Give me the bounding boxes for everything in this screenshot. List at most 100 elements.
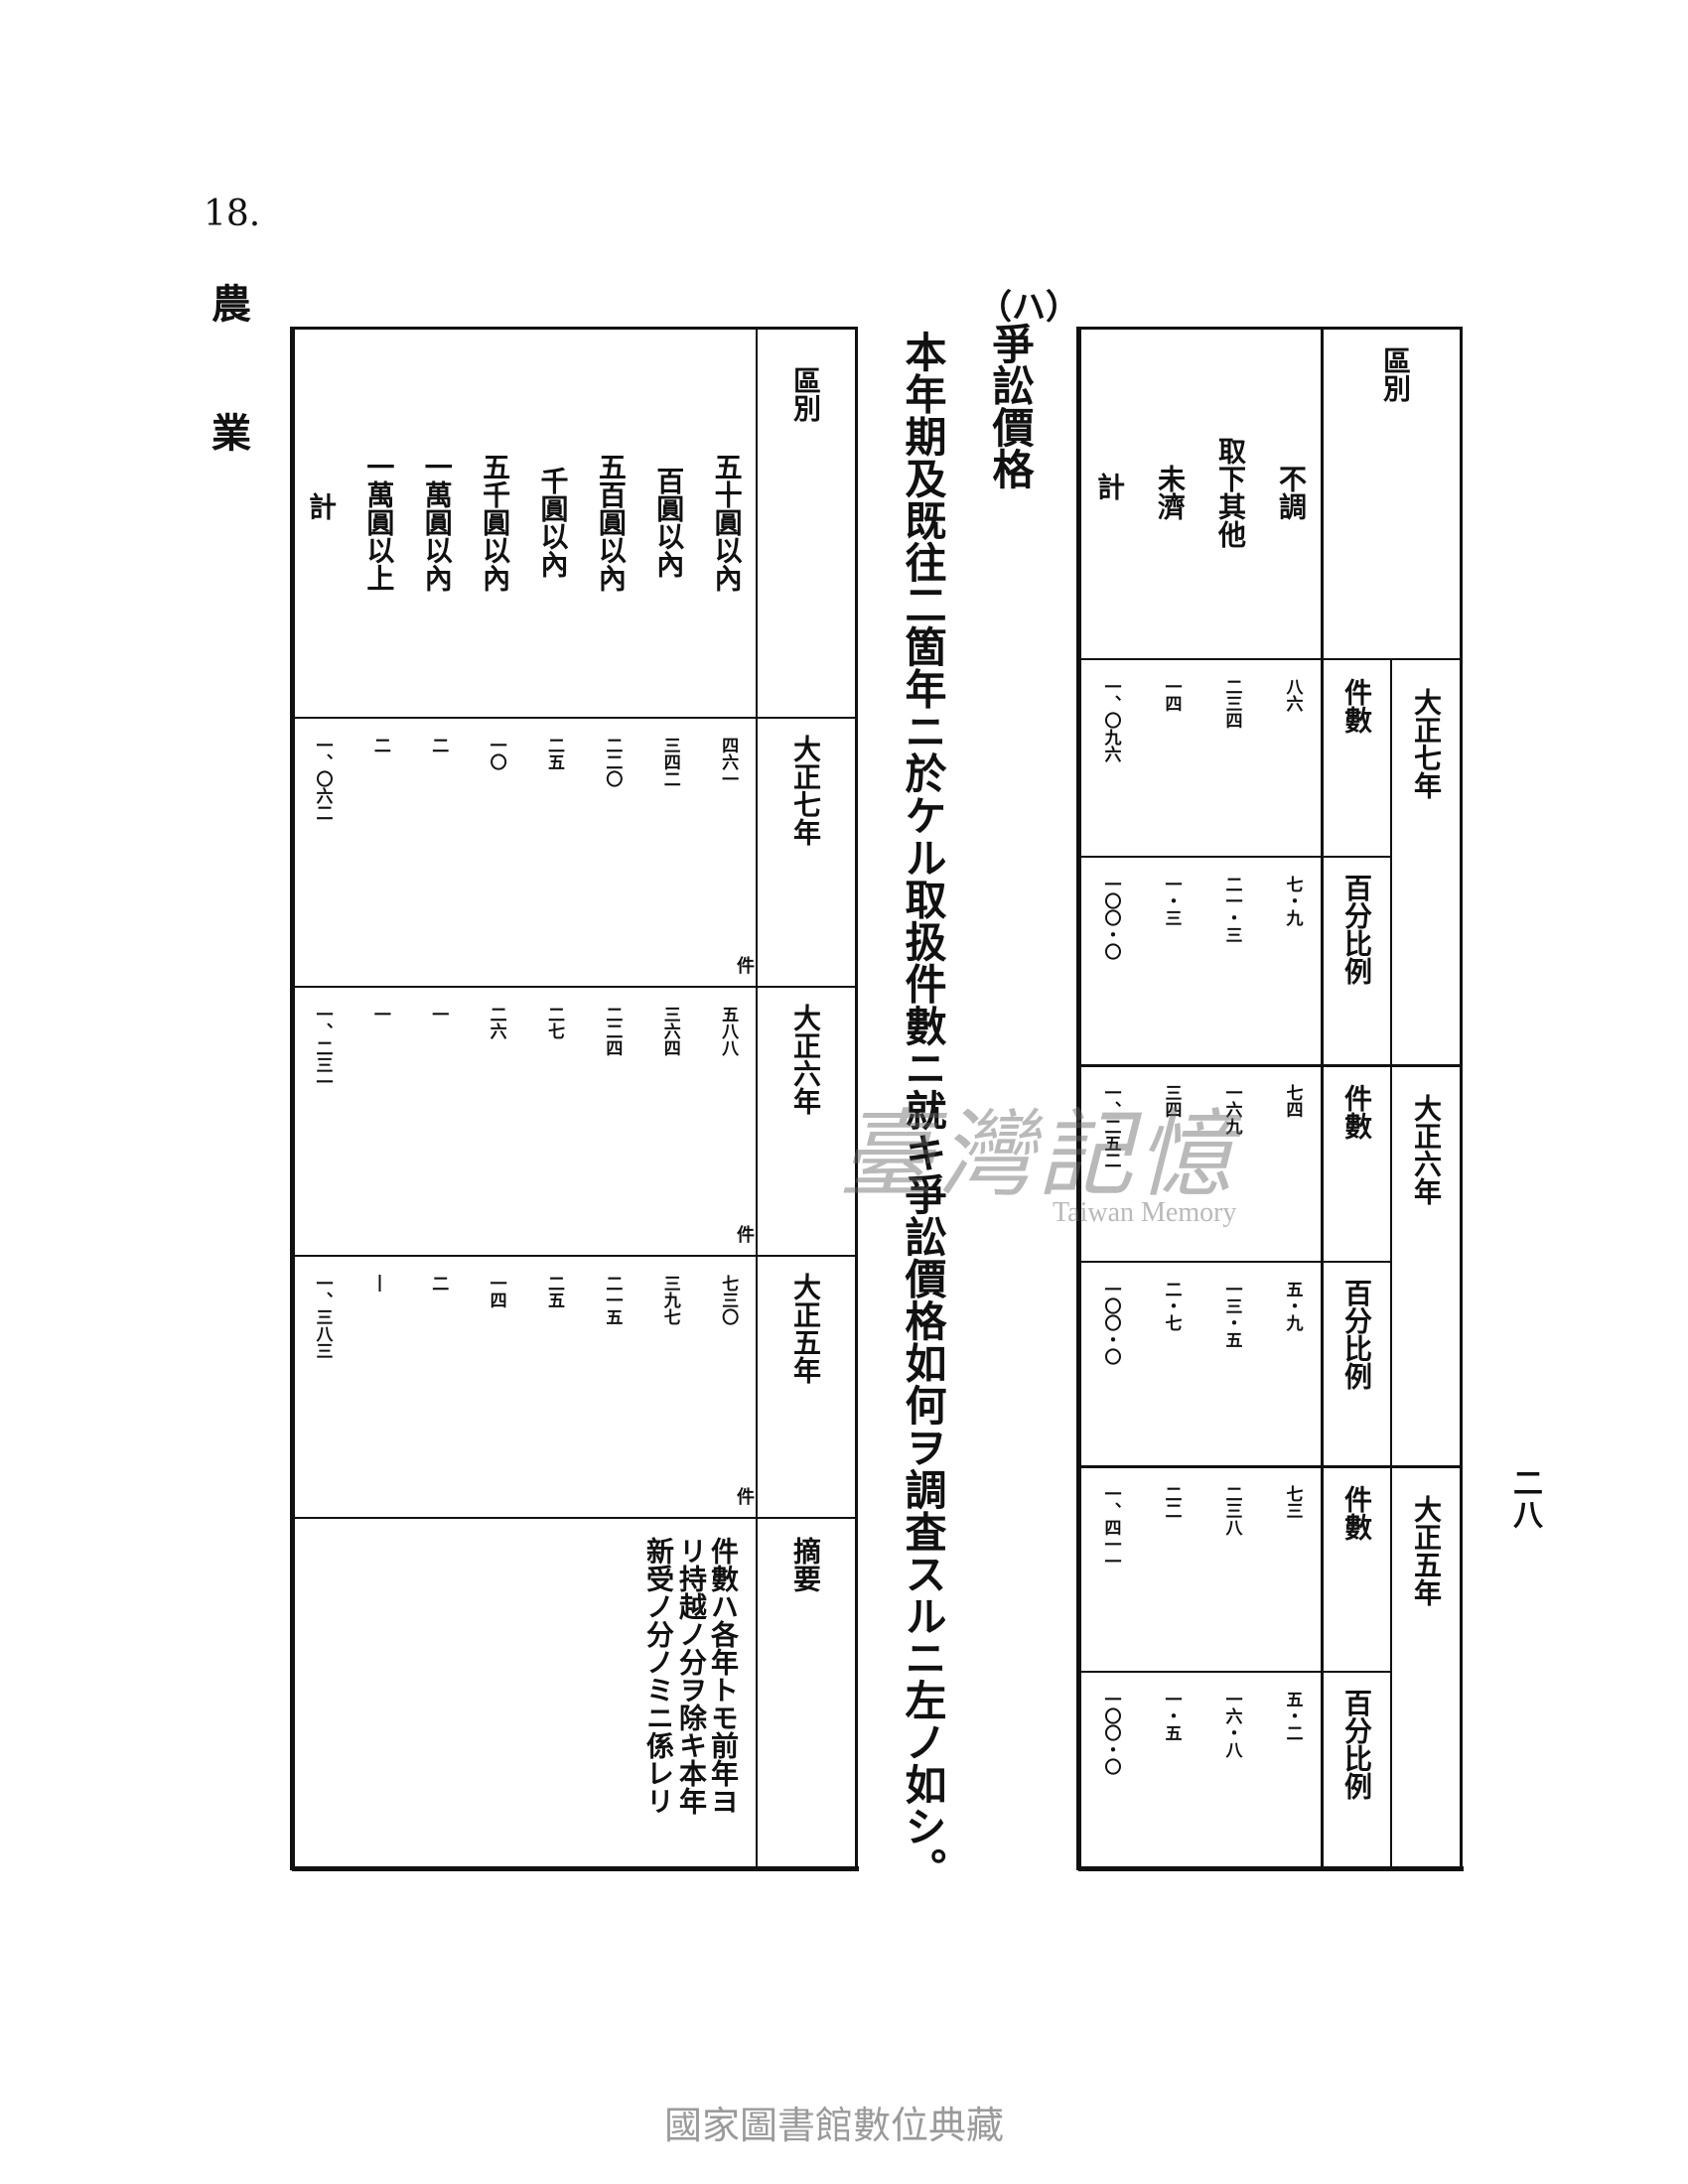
category-header: 五百圓以內 [594,452,628,592]
percent-label: 百分比例 [1340,1279,1373,1390]
table-rule [1078,327,1460,330]
unit-label: 件 [734,956,755,974]
category-header: 計 [305,492,338,520]
section-heading: 爭訟價格 [986,323,1035,489]
table-rule [1390,658,1392,1868]
intro-text: 本年期及既往二箇年ニ於ケル取扱件數ニ就キ爭訟價格如何ヲ調査スルニ左ノ如シ。 [899,331,947,1890]
category-header: 一萬圓以內 [420,452,454,592]
row-year-label: 大正六年 [789,1004,822,1115]
table-rule [292,717,855,719]
table-cell: 一〇 [486,737,506,770]
category-header: 五十圓以內 [710,452,744,592]
table-cell: 二七 [544,1006,564,1039]
category-header: 千圓以內 [536,466,570,578]
table-cell: 一三・五 [1221,1281,1242,1348]
table-cell: 七三〇 [718,1275,739,1325]
table-cell: ― [369,1275,390,1292]
table-cell: 二六 [486,1006,506,1039]
table-rule [855,327,858,1868]
table-cell: 七四 [1282,1084,1303,1118]
remarks-label: 摘要 [789,1537,822,1592]
table-cell: 一 [428,1006,449,1023]
label-header: 區別 [1379,346,1412,402]
table-cell: 三九七 [659,1275,680,1325]
category-header: 一萬圓以上 [362,452,396,592]
remarks-text: 新受ノ分ノミニ係レリ [642,1537,675,1815]
table-rule [290,327,295,1870]
table-cell: 一六・八 [1221,1691,1242,1758]
table-rule [1078,1465,1460,1468]
row-year-label: 大正六年 [1410,1094,1443,1205]
table-cell: 二一・三 [1221,876,1242,943]
table-cell: 五・九 [1282,1281,1303,1331]
percent-label: 百分比例 [1340,1689,1373,1800]
table-cell: 七・九 [1282,876,1303,926]
count-label: 件數 [1340,678,1373,734]
table-rule [1078,658,1460,660]
table-cell: 一〇〇・〇 [1100,876,1121,960]
table-cell: 二二四 [602,1006,623,1056]
page-number-kanji: 二八 [1507,1467,1542,1529]
category-header: 未濟 [1154,465,1187,520]
table-cell: 一四 [1161,678,1182,712]
table-cell: 三六四 [659,1006,680,1056]
table-cell: 二 [369,737,390,753]
row-year-label: 大正七年 [789,735,822,846]
table-cell: 四六一 [718,737,739,787]
row-year-label: 大正七年 [1410,688,1443,799]
percent-label: 百分比例 [1340,874,1373,985]
table-cell: 二二〇 [602,737,623,787]
table-rule [292,1866,859,1871]
table-rule [1460,327,1463,1868]
table-rule [292,327,855,330]
table-cell: 二五 [544,737,564,770]
table-cell: 八六 [1282,678,1303,712]
table-cell: 二五 [544,1275,564,1308]
table-rule [1076,327,1081,1870]
table-cell: 一四 [486,1275,506,1308]
table-rule [1078,1064,1460,1067]
table-cell: 二 [428,737,449,753]
heading-marker: （ハ） [978,288,1079,328]
table-rule [292,1517,855,1519]
row-year-label: 大正五年 [789,1273,822,1384]
page-number: 18. [204,194,261,234]
table-rule [1321,327,1324,1868]
table-cell: 一、四一一 [1100,1485,1121,1570]
table-cell: 二三四 [1221,678,1242,729]
table-cell: 五八八 [718,1006,739,1056]
table-rule [1078,1261,1390,1263]
category-header: 取下其他 [1214,437,1247,548]
remarks-text: リ持越ノ分ヲ除キ本年 [675,1537,708,1815]
category-header: 不調 [1275,465,1308,520]
table-cell: 二二 [1161,1485,1182,1519]
count-label: 件數 [1340,1084,1373,1140]
category-header: 五千圓以內 [479,452,512,592]
table-cell: 一 [369,1006,390,1023]
table-cell: 一、〇六二 [312,737,333,821]
table-cell: 二一五 [602,1275,623,1325]
table-cell: 一、三八三 [312,1275,333,1359]
table-cell: 七三 [1282,1485,1303,1519]
table-cell: 一六九 [1221,1084,1242,1135]
table-cell: 一、〇九六 [1100,678,1121,762]
unit-label: 件 [734,1487,755,1505]
table-rule [1078,1671,1390,1673]
table-rule [292,986,855,988]
category-header: 百圓以內 [652,466,686,578]
row-year-label: 大正五年 [1410,1495,1443,1606]
table-rule [756,327,758,1868]
table-cell: 一・三 [1161,876,1182,926]
section-title: 農業 [205,283,251,452]
table-rule [1078,1866,1464,1871]
table-cell: 三四二 [659,737,680,787]
table-cell: 二三八 [1221,1485,1242,1536]
remarks-text: 件數ハ各年トモ前年ヨ [707,1537,740,1815]
table-cell: 一・五 [1161,1691,1182,1741]
count-label: 件數 [1340,1485,1373,1541]
table-rule [292,1255,855,1257]
table-rule [1078,856,1390,858]
table-cell: 一、二三一 [312,1006,333,1090]
label-header: 區別 [789,366,822,422]
unit-label: 件 [734,1225,755,1243]
